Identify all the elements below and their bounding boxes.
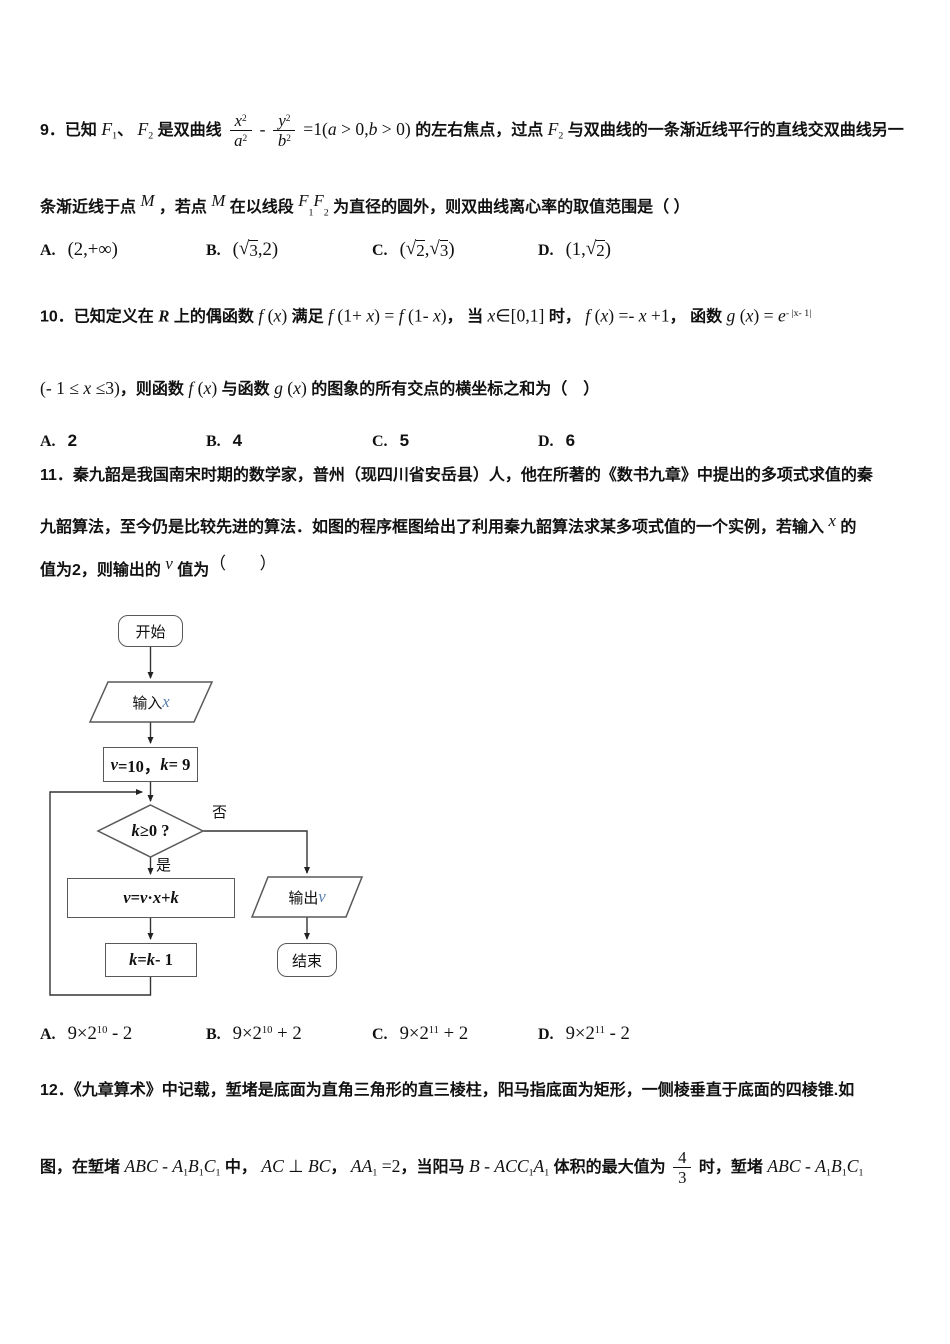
option-label: B. — [206, 433, 221, 450]
edge-loop-back — [49, 789, 152, 996]
q10-options: A. 2 B. 4 C. 5 D. 6 — [40, 426, 704, 457]
q11-line2: 九韶算法，至今仍是比较先进的算法．如图的程序框图给出了利用秦九韶算法求某多项式值… — [40, 511, 857, 536]
flowchart-decision-node: k ≥0 ? — [131, 821, 170, 840]
option-value: 9×210 + 2 — [232, 1022, 302, 1044]
option-label: D. — [538, 433, 554, 450]
flowchart-no-label: 否 — [212, 804, 228, 821]
flowchart-output-node: 输出 v — [288, 887, 326, 907]
q11-options: A. 9×210 - 2 B. 9×210 + 2 C. 9×211 + 2 D… — [40, 1016, 704, 1050]
decision-diamond — [96, 804, 205, 858]
q11-line3: 值为2，则输出的 v 值为（ ） — [40, 554, 277, 579]
option-value: 6 — [565, 431, 576, 450]
option-value: (2,+∞) — [67, 239, 118, 260]
flowchart-yes-label: 是 — [156, 857, 172, 874]
option-value: 9×210 - 2 — [67, 1022, 133, 1044]
edge-decision-output — [203, 830, 310, 874]
q9-option-c: C. (√2,√3) — [372, 235, 538, 266]
flowchart-init-node: v=10，k= 9 — [103, 747, 198, 782]
option-value: 2 — [67, 431, 78, 450]
option-value: (√2,√3) — [399, 238, 455, 260]
q11-option-a: A. 9×210 - 2 — [40, 1016, 206, 1050]
option-label: A. — [40, 242, 56, 259]
q10-line2: (- 1 ≤ x ≤3)，则函数 f (x) 与函数 g (x) 的图象的所有交… — [40, 378, 600, 398]
q10-option-b: B. 4 — [206, 426, 372, 457]
flowchart: 开始 输入 x v=10，k= 9 k ≥0 ? 否 是 v=v·x+ k k=… — [40, 605, 420, 1005]
q9-options: A. (2,+∞) B. (√3,2) C. (√2,√3) D. (1,√2) — [40, 235, 704, 266]
option-label: D. — [538, 242, 554, 259]
option-value: (√3,2) — [232, 238, 279, 260]
q11-line1: 11．秦九韶是我国南宋时期的数学家，普州（现四川省安岳县）人，他在所著的《数书九… — [40, 467, 873, 484]
option-label: B. — [206, 242, 221, 259]
option-value: 5 — [399, 431, 410, 450]
option-value: 4 — [232, 431, 243, 450]
option-label: C. — [372, 1025, 388, 1043]
q12-line2: 图，在堑堵 ABC - A1B1C1 中， AC ⊥ BC， AA1 =2，当阳… — [40, 1147, 864, 1188]
flowchart-canvas — [49, 647, 364, 996]
option-value: 9×211 + 2 — [399, 1022, 469, 1044]
q10-option-a: A. 2 — [40, 426, 206, 457]
flowchart-input-node: 输入 x — [132, 692, 170, 712]
flowchart-decrement-node: k=k- 1 — [105, 943, 197, 977]
flowchart-compute-node: v=v·x+ k — [67, 878, 235, 918]
option-label: A. — [40, 1025, 56, 1043]
q10-option-c: C. 5 — [372, 426, 538, 457]
option-label: A. — [40, 433, 56, 450]
option-value: 9×211 - 2 — [565, 1022, 630, 1044]
option-label: D. — [538, 1025, 554, 1043]
option-label: B. — [206, 1025, 221, 1043]
q9-option-b: B. (√3,2) — [206, 235, 372, 266]
q11-option-d: D. 9×211 - 2 — [538, 1016, 704, 1050]
option-value: (1,√2) — [565, 238, 611, 260]
q11-option-b: B. 9×210 + 2 — [206, 1016, 372, 1050]
q11-option-c: C. 9×211 + 2 — [372, 1016, 538, 1050]
q12-line1: 12．《九章算术》中记载，堑堵是底面为直角三角形的直三棱柱，阳马指底面为矩形，一… — [40, 1082, 855, 1099]
flowchart-start-node: 开始 — [118, 615, 183, 647]
option-label: C. — [372, 433, 388, 450]
q10-option-d: D. 6 — [538, 426, 704, 457]
flowchart-end-node: 结束 — [277, 943, 337, 977]
q9-option-d: D. (1,√2) — [538, 235, 704, 266]
input-parallelogram — [88, 681, 214, 723]
q9-option-a: A. (2,+∞) — [40, 235, 206, 266]
output-parallelogram — [250, 876, 364, 918]
option-label: C. — [372, 242, 388, 259]
q10-line1: 10．已知定义在 R 上的偶函数 f (x) 满足 f (1+ x) = f (… — [40, 305, 812, 326]
q9-line2: 条渐近线于点 M ，若点 M 在以线段 F1F2 为直径的圆外，则双曲线离心率的… — [40, 191, 690, 219]
